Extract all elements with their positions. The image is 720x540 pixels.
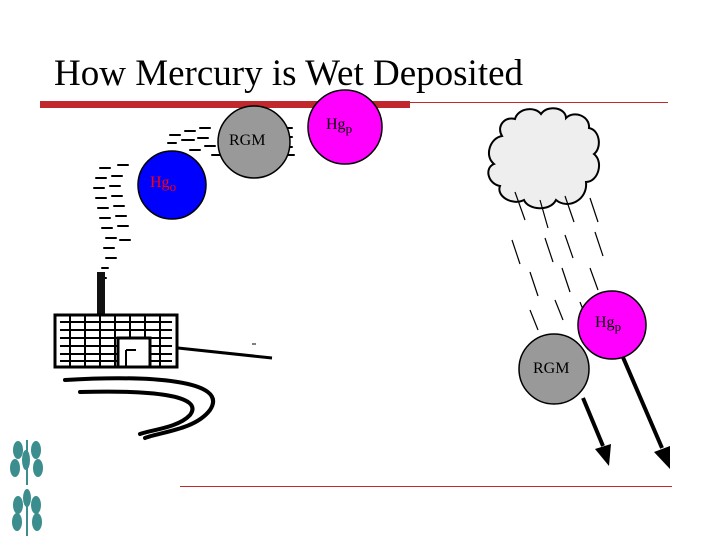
road (63, 376, 215, 440)
hgp-lower-circle (577, 290, 647, 360)
rain-cloud (487, 107, 601, 210)
title-underline-thin (410, 102, 668, 103)
title-underline-thick (40, 101, 410, 108)
rgm-lower-label: RGM (533, 360, 570, 377)
rgm-lower-circle (518, 333, 590, 405)
bottom-rule (180, 486, 672, 487)
factory-building (53, 313, 179, 369)
hgo-label: Hgo (150, 174, 177, 194)
chimney (97, 272, 105, 314)
hgp-upper-label: Hgp (326, 116, 353, 136)
rgm-upper-circle (217, 105, 291, 179)
hgp-lower-label: Hgp (595, 314, 622, 334)
rain-streaks (511, 191, 604, 331)
arrow-head-rgm (595, 444, 611, 466)
rgm-upper-label: RGM (229, 132, 266, 149)
hgp-upper-circle (307, 89, 383, 165)
deposition-arrows (581, 354, 664, 449)
arrow-head-hgp (654, 446, 670, 469)
hgo-circle (137, 150, 207, 220)
fence-line (177, 346, 273, 360)
slide-title: How Mercury is Wet Deposited (54, 53, 524, 94)
